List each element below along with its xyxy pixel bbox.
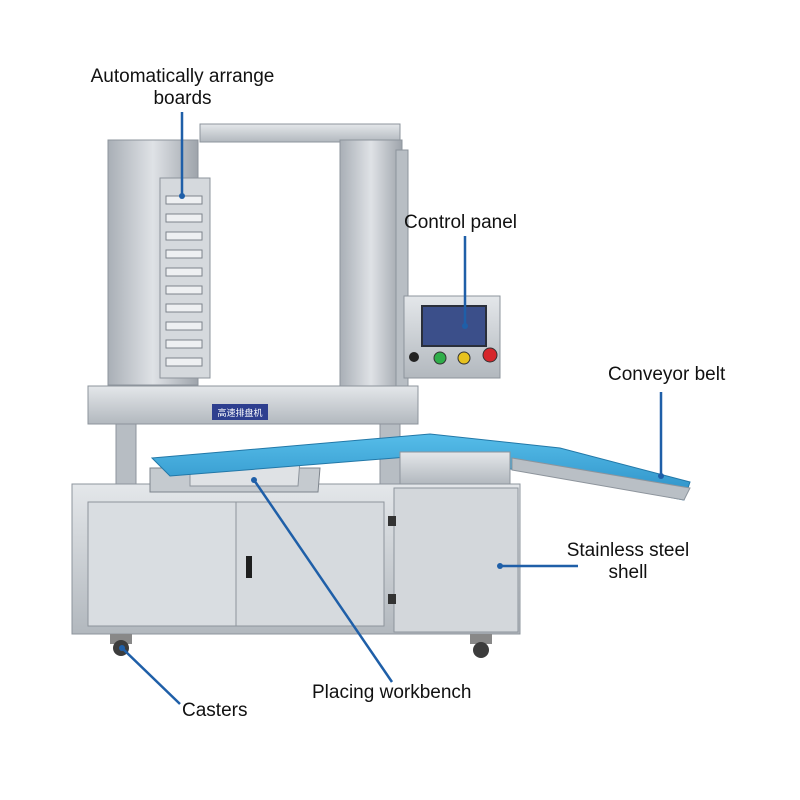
callout-line-workbench bbox=[252, 479, 394, 683]
name-plate bbox=[212, 404, 268, 420]
callout-label-conveyor-belt: Conveyor belt bbox=[608, 364, 726, 385]
right-tower bbox=[339, 139, 403, 391]
callout-line-casters bbox=[121, 647, 181, 705]
green-button bbox=[433, 351, 447, 365]
yellow-button bbox=[457, 351, 471, 365]
red-stop-button bbox=[482, 347, 498, 363]
cabinet bbox=[71, 483, 521, 635]
control-panel-box bbox=[403, 295, 501, 379]
callout-dots bbox=[119, 193, 664, 651]
callout-label-boards: Automatically arrange boards bbox=[90, 66, 275, 109]
board-stack bbox=[165, 195, 203, 367]
callout-label-control-panel: Control panel bbox=[404, 212, 518, 233]
door-handle bbox=[246, 556, 252, 578]
top-beam bbox=[199, 123, 401, 143]
callout-label-steel-shell: Stainless steel shell bbox=[566, 540, 690, 583]
touch-screen bbox=[421, 305, 487, 347]
callout-label-workbench: Placing workbench bbox=[312, 682, 472, 703]
name-plate-text: 高速排盘机 bbox=[217, 407, 262, 419]
callout-label-casters: Casters bbox=[182, 700, 248, 721]
casters bbox=[110, 634, 492, 658]
callout-lines bbox=[121, 112, 663, 705]
conveyor-belt bbox=[150, 433, 691, 501]
black-button bbox=[409, 352, 419, 362]
